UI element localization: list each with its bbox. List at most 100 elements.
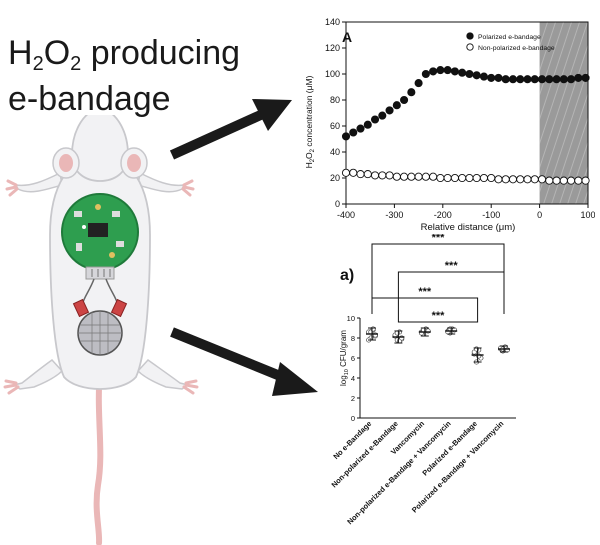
chart-a-xtick-label: 100	[580, 210, 595, 220]
polarized-point	[385, 106, 394, 115]
non-polarized-point	[559, 176, 568, 185]
non-polarized-point	[501, 175, 510, 184]
polarized-point	[537, 75, 547, 84]
legend-marker	[466, 43, 474, 51]
non-polarized-point	[574, 176, 583, 185]
non-polarized-point	[545, 176, 554, 185]
non-polarized-point	[363, 170, 372, 179]
polarized-point	[530, 75, 539, 84]
shaded-hatch	[539, 22, 589, 170]
polarized-point	[392, 101, 401, 110]
shaded-hatch	[592, 22, 595, 204]
chart-a-xtick-label: 0	[537, 210, 542, 220]
shaded-hatch	[539, 22, 557, 73]
non-polarized-point	[487, 173, 496, 183]
shaded-region	[539, 22, 588, 204]
chart-a-ytick-label: 100	[325, 69, 340, 79]
title-line-1: H2O2 producing	[8, 30, 240, 76]
shaded-hatch	[551, 91, 589, 204]
significance-bracket	[371, 297, 479, 314]
chart-a-ylabel: H2O2 concentration (μM)	[304, 75, 316, 168]
chart-b-panel-label: a)	[340, 267, 354, 284]
significance-label: ***	[445, 260, 459, 272]
non-polarized-point	[436, 173, 445, 183]
chart-a-ytick-label: 20	[330, 173, 340, 183]
title-o: O	[43, 34, 71, 72]
mouse-illustration	[3, 115, 199, 545]
title-h: H	[8, 34, 33, 72]
polarized-point	[363, 120, 372, 129]
significance-bracket	[371, 243, 505, 314]
significance-label: ***	[432, 234, 446, 244]
non-polarized-point	[508, 175, 518, 184]
non-polarized-point	[581, 176, 590, 185]
shaded-hatch	[575, 164, 589, 204]
chart-a-ytick-label: 140	[325, 17, 340, 27]
polarized-point	[341, 132, 351, 141]
polarized-point	[567, 75, 576, 84]
polarized-point	[407, 88, 416, 97]
non-polarized-point	[400, 172, 409, 181]
polarized-point	[559, 75, 568, 84]
polarized-point	[378, 111, 387, 120]
chart-b-ytick-label: 8	[351, 334, 355, 343]
polarized-point	[458, 68, 467, 77]
polarized-point	[429, 67, 438, 76]
polarized-point	[370, 115, 380, 124]
chart-a-xtick-label: -300	[385, 210, 403, 220]
non-polarized-point	[378, 171, 387, 180]
non-polarized-point	[458, 173, 467, 183]
polarized-point	[400, 95, 409, 105]
legend-label: Polarized e-bandage	[478, 34, 541, 41]
shaded-hatch	[539, 22, 565, 97]
shaded-hatch	[539, 22, 573, 121]
polarized-point	[545, 75, 554, 84]
non-polarized-point	[479, 173, 488, 183]
chart-a-xtick-label: -200	[434, 210, 452, 220]
non-polarized-point	[392, 172, 401, 181]
significance-label: ***	[418, 286, 432, 298]
chart-a-ytick-label: 120	[325, 43, 340, 53]
non-polarized-point	[530, 175, 539, 184]
chart-a-panel-label: A	[342, 29, 352, 45]
polarized-point	[581, 73, 590, 82]
title-sub-2: 2	[70, 53, 82, 75]
non-polarized-point	[385, 171, 394, 180]
non-polarized-point	[537, 175, 547, 184]
chart-a-ytick-label: 0	[335, 199, 340, 209]
polarized-point	[479, 72, 488, 81]
polarized-point	[450, 67, 459, 76]
shaded-hatch	[567, 140, 589, 204]
polarized-point	[487, 73, 496, 82]
non-polarized-point	[494, 175, 503, 184]
polarized-point	[523, 75, 532, 84]
non-polarized-point	[465, 173, 474, 183]
chart-b-ytick-label: 4	[351, 374, 355, 383]
polarized-point	[465, 69, 474, 79]
significance-bracket	[397, 271, 505, 314]
chart-a-xtick-label: -400	[337, 210, 355, 220]
polarized-point	[443, 66, 452, 75]
chart-a-ytick-label: 80	[330, 95, 340, 105]
chart-a-ytick-label: 40	[330, 147, 340, 157]
polarized-point	[508, 75, 518, 84]
shaded-hatch	[543, 67, 589, 204]
chart-a-xtick-label: -100	[482, 210, 500, 220]
polarized-point	[414, 79, 423, 88]
non-polarized-point	[443, 173, 452, 183]
polarized-point	[349, 128, 358, 137]
chart-a-frame	[345, 21, 589, 205]
title-line-2: e-bandage	[8, 80, 171, 118]
non-polarized-point	[349, 168, 358, 177]
title-sub-1: 2	[32, 53, 44, 75]
non-polarized-point	[356, 170, 365, 179]
legend-label: Non-polarized e-bandage	[478, 45, 555, 52]
non-polarized-point	[341, 168, 351, 177]
shaded-hatch	[559, 116, 589, 204]
non-polarized-point	[421, 172, 430, 181]
shaded-hatch	[539, 43, 589, 194]
non-polarized-point	[552, 176, 561, 185]
polarized-point	[421, 69, 430, 79]
